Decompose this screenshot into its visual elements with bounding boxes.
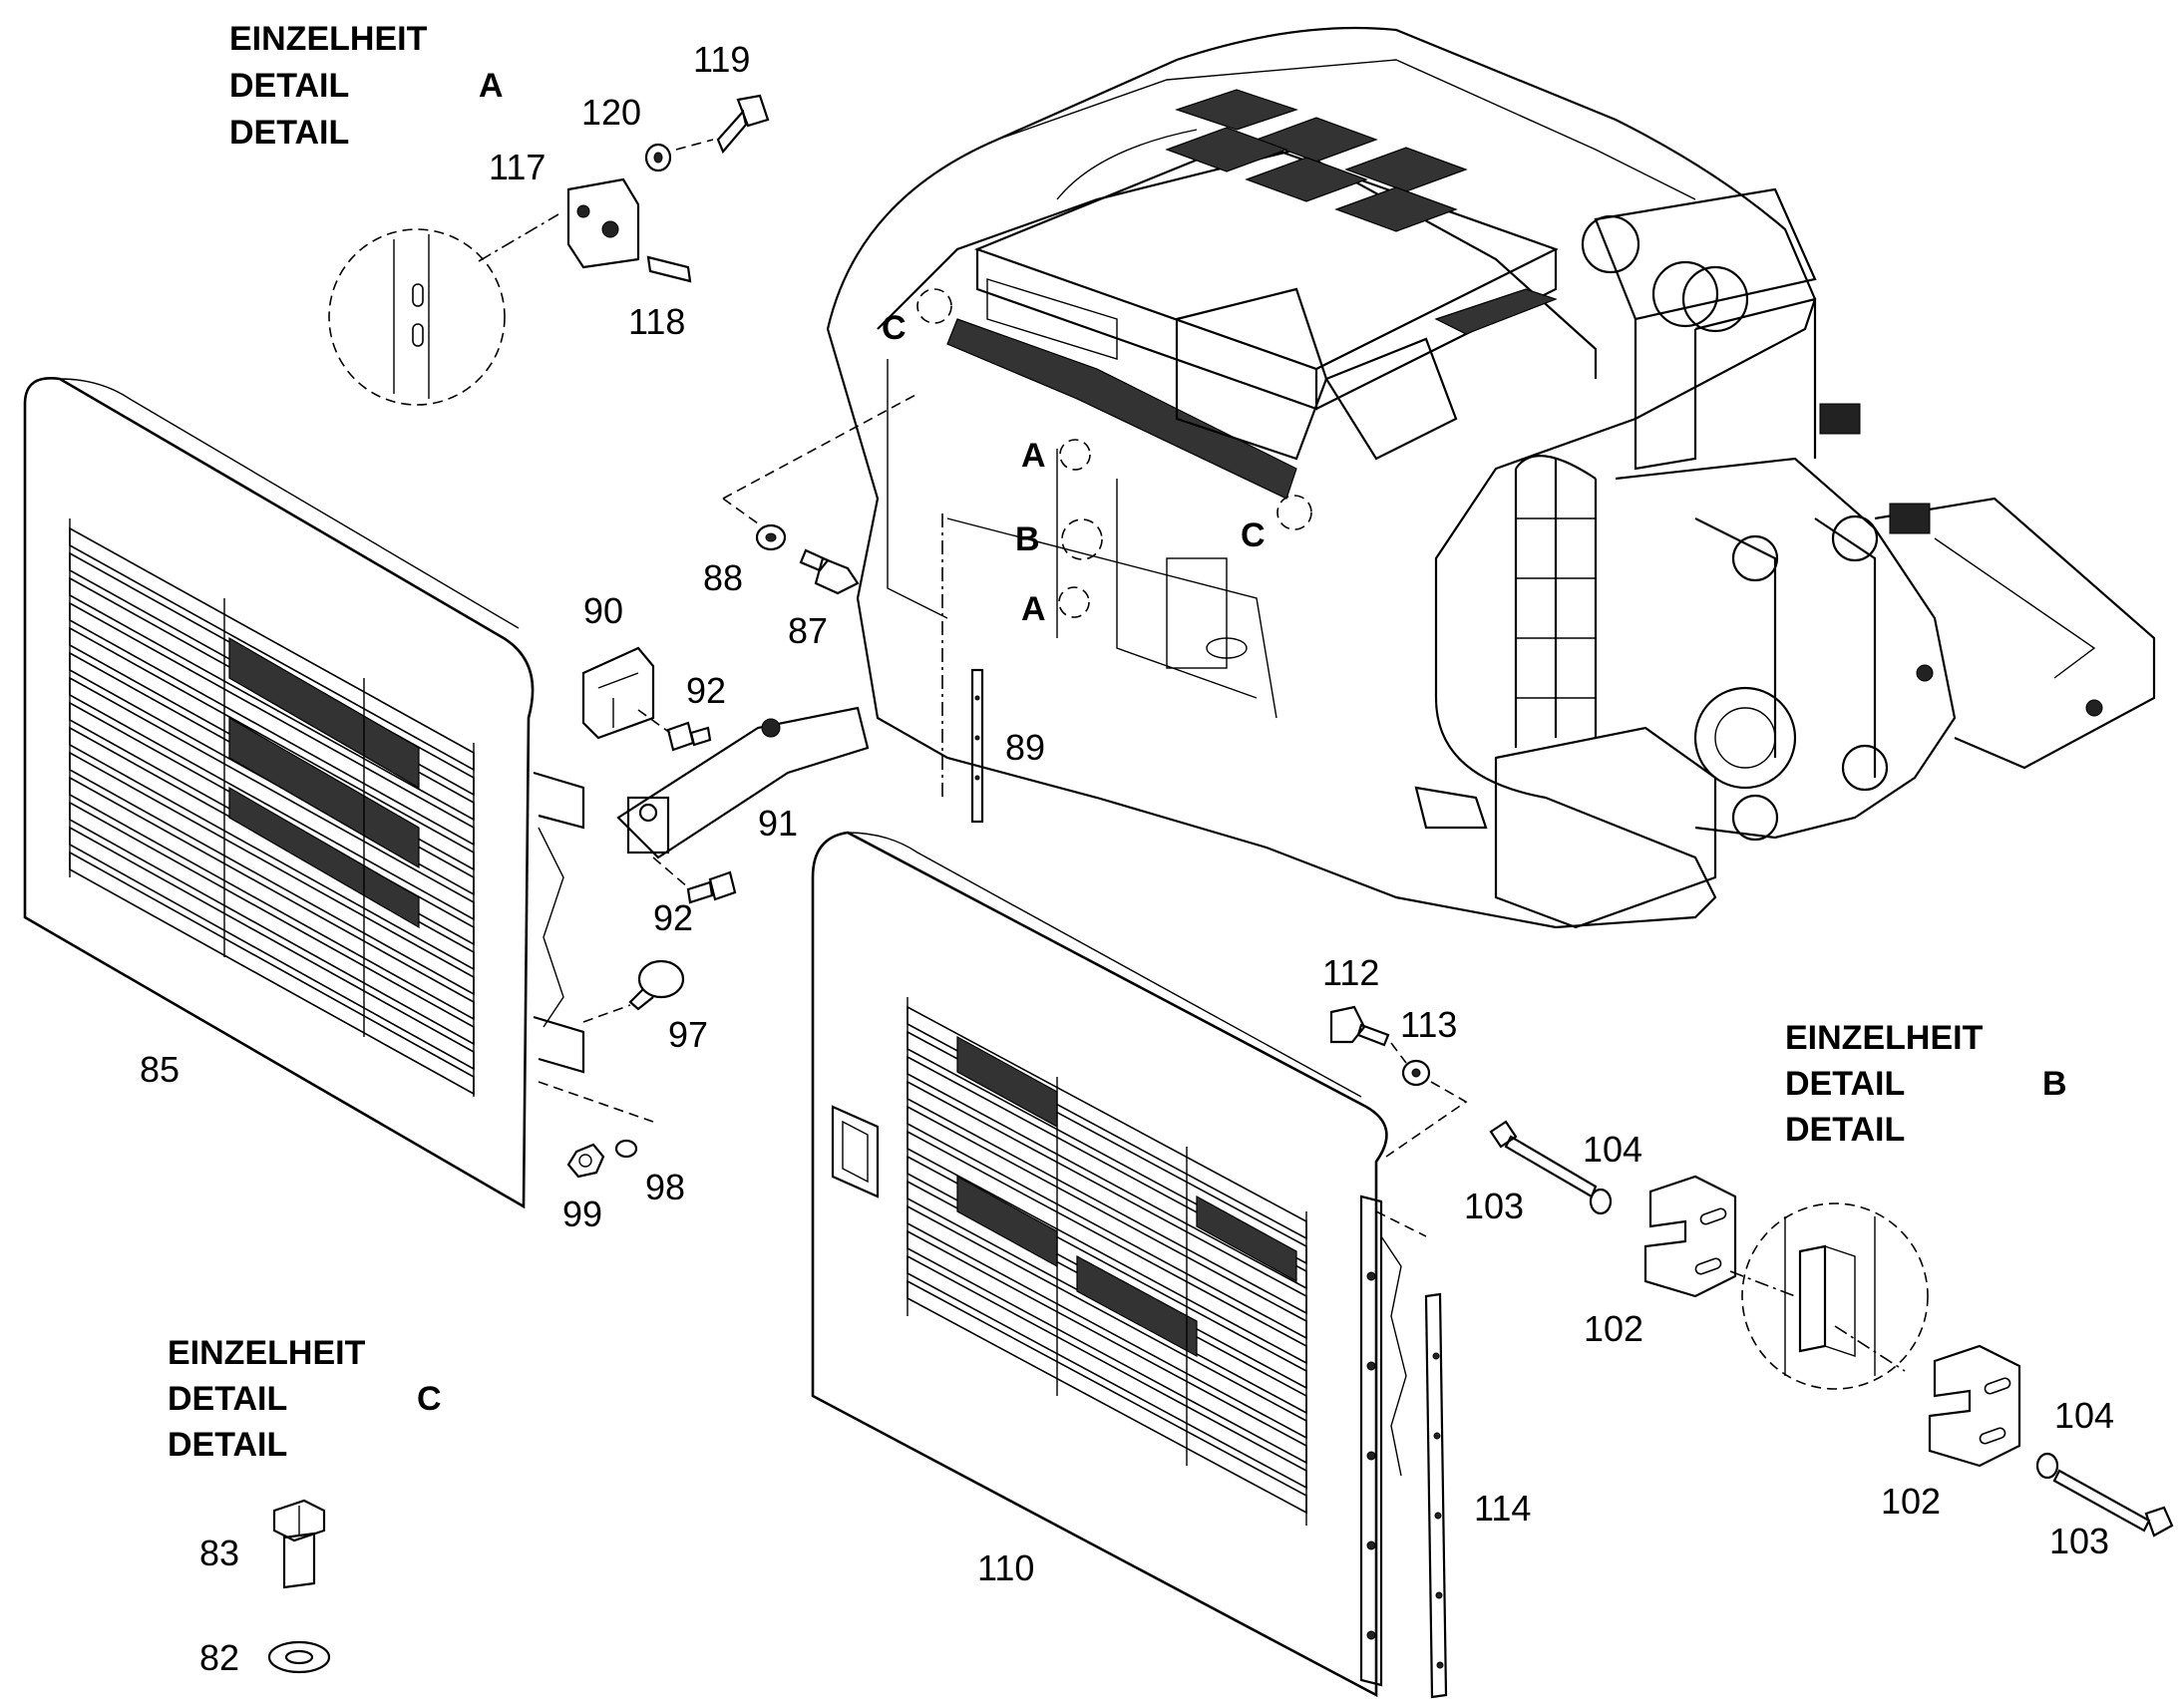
detail-c-letter: C [417,1380,442,1418]
label-87: 87 [788,610,828,651]
callout-a-lower: A [1021,590,1046,628]
hinge-assembly: 90 92 91 92 97 99 98 [538,590,870,1234]
detail-b-title: EINZELHEIT [1785,1019,1984,1057]
part-82-washer [267,1640,331,1674]
label-118: 118 [628,301,685,342]
detail-c-label: DETAIL [168,1380,287,1418]
part-113-washer [1401,1059,1431,1087]
part-89-strip: 89 [941,513,1045,824]
part-90-bracket [581,646,655,740]
callout-c-right: C [1241,516,1266,554]
part-83-bolt-shank [282,1532,316,1589]
label-104-bottom: 104 [2054,1395,2114,1436]
detail-c-block: EINZELHEIT DETAIL C DETAIL 83 82 [168,1334,442,1678]
label-110: 110 [977,1547,1034,1588]
label-82: 82 [199,1637,239,1678]
part-99-nut [566,1143,605,1179]
label-99: 99 [562,1194,602,1234]
detail-a-sublabel: DETAIL [229,114,349,152]
detail-b-block: EINZELHEIT DETAIL B DETAIL 104 103 102 1… [1464,1019,2174,1561]
label-102-bottom: 102 [1881,1481,1941,1522]
boom-mount [1615,457,1957,842]
label-90: 90 [583,590,623,631]
detail-c-sublabel: DETAIL [168,1426,287,1464]
detail-b-letter: B [2042,1065,2067,1103]
part-88-washer [755,523,787,551]
part-104-washer-top [1589,1188,1613,1215]
part-112-113-group: 112 113 [1322,952,1468,1158]
label-89: 89 [1005,727,1045,768]
panel-110-handle [831,1105,880,1198]
callout-a-upper: A [1021,437,1046,475]
part-102-block-bottom [1928,1344,2021,1468]
panel-85-louvers [69,518,475,1097]
label-83: 83 [199,1533,239,1573]
part-117-block [566,177,640,269]
label-102-top: 102 [1584,1308,1643,1349]
label-117: 117 [489,147,545,187]
part-91-strap [616,706,870,859]
panel-110: 110 [811,831,1427,1698]
part-120-washer [644,143,672,172]
label-91: 91 [758,803,798,844]
part-114-strip: 114 [1424,1292,1531,1699]
label-114: 114 [1474,1488,1531,1529]
label-104-top: 104 [1583,1129,1642,1170]
part-83-bolt-head [272,1499,326,1542]
part-98-washer [614,1139,638,1159]
detail-a-label: DETAIL [229,67,349,105]
part-103-bolt-bottom [2052,1469,2151,1533]
roof-grilles [1165,89,1558,335]
label-103-bottom: 103 [2049,1521,2109,1561]
detail-a-title: EINZELHEIT [229,20,428,58]
part-97-buffer [637,959,685,999]
panel-85: 85 [23,376,585,1209]
part-102-block-top [1643,1175,1737,1298]
detail-b-sublabel: DETAIL [1785,1111,1905,1149]
part-112-bolt [1329,1005,1366,1044]
part-104-washer-bottom [2035,1452,2059,1480]
detail-b-view [1741,1202,1929,1390]
part-87-88-group: 88 87 [703,393,918,651]
label-97: 97 [668,1014,708,1055]
callout-b: B [1015,520,1040,558]
callout-c-top: C [882,309,907,347]
detail-a-view [328,228,506,406]
label-103-top: 103 [1464,1186,1524,1226]
label-92-top: 92 [686,670,726,711]
label-113: 113 [1400,1004,1457,1045]
machine-callouts: C A B A C [882,288,1312,628]
panel-110-louvers [907,997,1307,1526]
part-119-bolt-head [736,94,770,128]
label-85: 85 [140,1049,180,1090]
detail-a-letter: A [479,67,504,105]
part-118-pin [646,255,692,283]
part-119-bolt-shank [716,109,748,155]
label-92-bottom: 92 [653,897,693,938]
detail-b-label: DETAIL [1785,1065,1905,1103]
label-120: 120 [581,92,641,133]
machine-upper-structure [826,26,2156,929]
detail-c-title: EINZELHEIT [168,1334,366,1372]
detail-a-block: EINZELHEIT DETAIL A DETAIL 119 120 117 1… [229,20,770,406]
label-88: 88 [703,557,743,598]
label-112: 112 [1322,952,1379,993]
label-98: 98 [645,1167,685,1207]
label-119: 119 [693,39,750,80]
part-87-bolt [814,556,860,595]
access-ladder [1514,455,1598,748]
